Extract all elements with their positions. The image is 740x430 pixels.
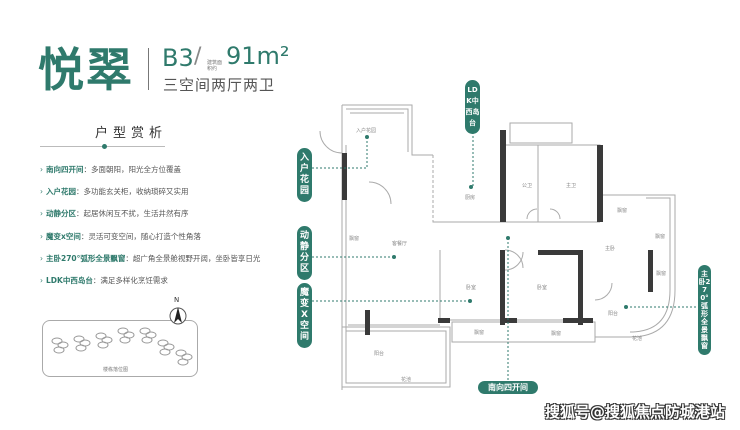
bullet-icon: › [40,254,43,263]
callout-garden: 入户花园 [297,148,312,202]
bullet-icon: › [40,232,43,241]
room-label-garden: 入户花园 [356,127,376,134]
bullet-icon: › [40,276,43,285]
unit-layout: 三空间两厅两卫 [163,76,276,94]
bullet-icon: › [40,165,43,174]
site-map-label: 楼栋落位图 [103,367,129,373]
buildings-icon [51,327,193,366]
feature-desc: ：多面朝阳，阳光全方位覆盖 [83,165,182,174]
room-label-bay: 飘窗 [656,270,666,277]
room-label-bay: 飘窗 [474,329,484,336]
unit-code: B3 [162,44,194,72]
feature-desc: ：满足多样化烹饪需求 [92,276,168,285]
feature-key: LDK中西岛台 [46,276,93,285]
feature-item: ›入户花园：多功能玄关柜，收纳琐碎又实用 [40,186,189,197]
feature-key: 南向四开间 [46,165,84,174]
room-label-bay: 飘窗 [349,235,359,242]
callout-zoning: 动静分区 [297,226,312,280]
slash: / [194,44,202,69]
section-dot [102,144,107,149]
feature-item: ›主卧270°弧形全景飘窗：超广角全景舱视野开阔，坐卧皆享日光 [40,253,260,264]
feature-item: ›LDK中西岛台：满足多样化烹饪需求 [40,275,168,286]
room-label-master-bath: 主卫 [566,182,576,189]
bullet-icon: › [40,187,43,196]
room-label-bay: 飘窗 [617,207,627,214]
project-name: 悦翠 [38,43,134,97]
feature-key: 入户花园 [46,187,76,196]
room-label-balcony: 阳台 [374,350,384,357]
feature-item: ›动静分区：起居休闲互不扰，生活井然有序 [40,208,189,219]
room-label-planter: 花池 [401,376,411,383]
room-label-public-bath: 公卫 [522,183,532,189]
feature-key: 主卧270°弧形全景飘窗 [46,254,126,263]
room-label-master: 主卧 [605,245,615,252]
feature-key: 动静分区 [46,209,76,218]
watermark: 搜狐号@搜狐焦点防城港站 [545,403,726,421]
feature-item: ›南向四开间：多面朝阳，阳光全方位覆盖 [40,164,181,175]
north-label: N [174,296,180,304]
room-label-planter: 花池 [632,335,642,342]
compass-icon [169,307,187,325]
area-note: 建筑面积约 [207,60,223,72]
room-label-living: 客餐厅 [392,240,407,247]
feature-key: 魔变x空间 [46,232,81,241]
bullet-icon: › [40,209,43,218]
title-divider [148,48,149,90]
room-label-bay: 飘窗 [551,330,561,337]
callout-ldk: LDK中西岛台 [465,80,480,134]
room-label-bedroom: 卧室 [466,284,476,291]
feature-item: ›魔变x空间：灵活可变空间，随心打造个性角落 [40,231,201,242]
unit-area: 91m² [226,42,290,70]
feature-desc: ：起居休闲互不扰，生活井然有序 [76,209,189,218]
section-title: 户型赏析 [95,126,168,141]
callout-south: 南向四开间 [478,381,538,394]
room-label-kitchen: 厨房 [465,194,475,201]
feature-desc: ：超广角全景舱视野开阔，坐卧皆享日光 [125,254,261,263]
callout-master-bay: 主卧270°弧形全景飘窗 [698,265,711,355]
room-label-bay: 飘窗 [655,233,665,240]
site-map [42,320,198,377]
feature-desc: ：灵活可变空间，随心打造个性角落 [80,232,201,241]
callout-magic-space: 魔变X空间 [297,283,312,348]
feature-desc: ：多功能玄关柜，收纳琐碎又实用 [76,187,189,196]
room-label-balcony: 阳台 [608,310,618,317]
room-label-bedroom: 卧室 [537,284,547,291]
